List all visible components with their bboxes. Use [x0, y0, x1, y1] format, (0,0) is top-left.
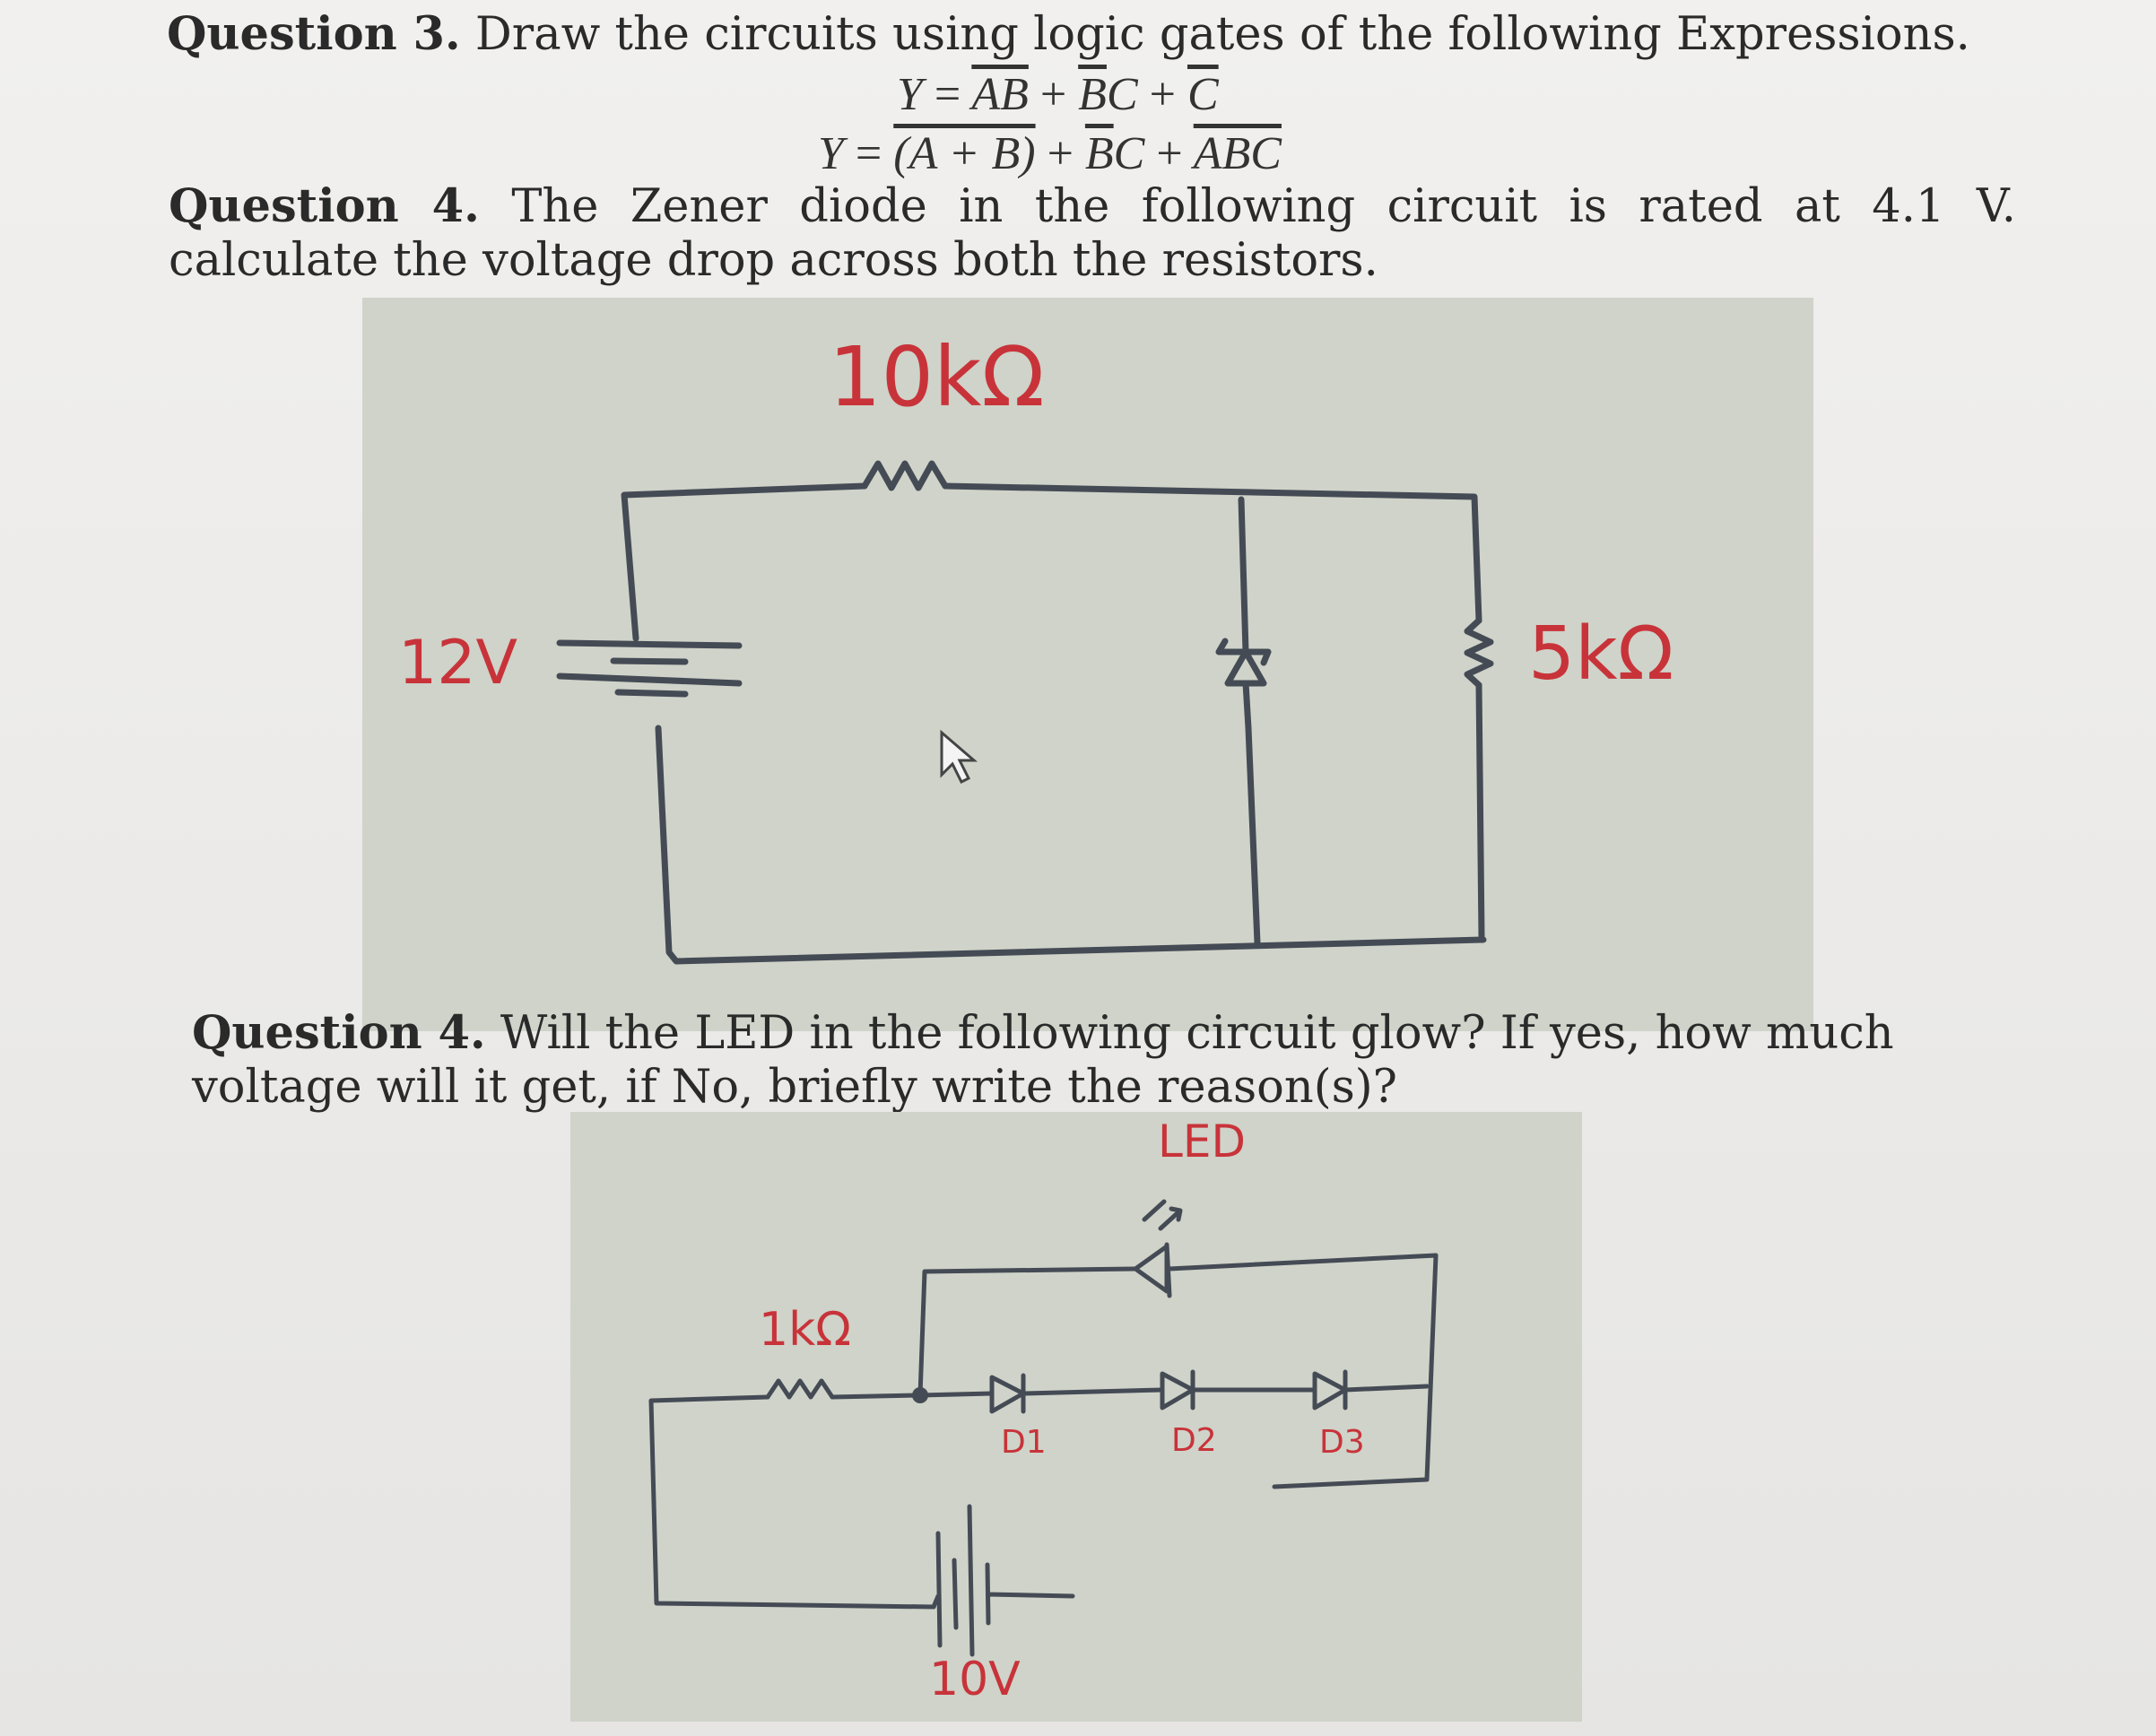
resistor-5k-symbol: [1464, 617, 1494, 689]
wire-bottom: [655, 725, 1487, 965]
diode-d1-label: D1: [1001, 1424, 1047, 1461]
resistor-1k-label: 1kΩ: [759, 1303, 851, 1357]
expression-1: Y = AB + BC + C: [897, 69, 1219, 120]
battery-10v-label: 10V: [929, 1653, 1021, 1706]
question-4-zener: Question 4. The Zener diode in the follo…: [169, 179, 2016, 288]
expr2-term3: ABC: [1193, 128, 1282, 179]
led-circuit-figure: LED 1kΩ D1 D2 D3 10V: [570, 1112, 1582, 1722]
mouse-cursor-icon: [940, 729, 978, 785]
question-4-led: Question 4. Will the LED in the followin…: [192, 1006, 1986, 1115]
resistor-10k-label: 10kΩ: [829, 329, 1045, 425]
wire-top-left: [621, 482, 868, 642]
wire-left: [648, 1394, 936, 1610]
wire-top-right: [942, 482, 1482, 624]
diode-d3-symbol: [1312, 1369, 1348, 1410]
wire-zener-bottom: [1245, 725, 1261, 947]
battery-plate-1: [556, 639, 743, 649]
expression-2: Y = (A + B) + BC + ABC: [818, 128, 1282, 179]
resistor-1k-symbol: [765, 1378, 835, 1400]
question-3: Question 3. Draw the circuits using logi…: [167, 7, 2095, 62]
question-4-zener-number: Question 4.: [169, 179, 480, 233]
expr2-term2-bar: B: [1084, 128, 1114, 179]
question-3-text: Draw the circuits using logic gates of t…: [474, 8, 1970, 61]
zener-circuit-drawing: 10kΩ 12V 5kΩ: [398, 329, 1674, 965]
zener-circuit-figure: 10kΩ 12V 5kΩ: [362, 298, 1813, 1031]
battery-plate-4: [614, 689, 689, 698]
junction-dot: [912, 1387, 928, 1403]
question-3-number: Question 3.: [167, 7, 461, 61]
diode-d1-symbol: [989, 1373, 1026, 1414]
wire-led-right: [1272, 1253, 1439, 1489]
expr1-term2-bar: B: [1078, 69, 1107, 120]
expr2-term1: (A + B): [893, 128, 1036, 179]
led-arrows-icon: [1142, 1199, 1183, 1231]
wire-to-d1: [917, 1391, 995, 1398]
wire-led-branch-up: [917, 1266, 1138, 1398]
resistor-10k-symbol: [861, 460, 949, 491]
question-4-zener-text: The Zener diode in the following circuit…: [169, 180, 2016, 287]
question-4-led-text: Will the LED in the following circuit gl…: [192, 1007, 1894, 1114]
question-4-led-number: Question 4.: [192, 1006, 486, 1060]
wire-to-junction: [830, 1393, 923, 1400]
wire-d3-end: [1343, 1384, 1430, 1393]
expr2-term2: C: [1113, 128, 1145, 179]
zener-diode-symbol: [1215, 638, 1272, 732]
battery-10v-symbol: [931, 1504, 1075, 1657]
led-label: LED: [1158, 1115, 1246, 1167]
expr1-term2: C: [1106, 69, 1138, 120]
led-circuit-drawing: LED 1kΩ D1 D2 D3 10V: [648, 1115, 1439, 1706]
expr1-term1: AB: [971, 69, 1029, 120]
diode-d3-label: D3: [1319, 1424, 1365, 1461]
resistor-5k-label: 5kΩ: [1528, 612, 1674, 697]
battery-plate-2: [610, 657, 689, 665]
battery-plate-3: [556, 673, 743, 687]
battery-12v-label: 12V: [398, 628, 517, 699]
diode-d2-symbol: [1160, 1369, 1195, 1410]
wire-zener-top: [1238, 496, 1249, 655]
expr1-term3: C: [1187, 69, 1219, 120]
wire-right: [1475, 681, 1485, 940]
led-symbol: [1133, 1242, 1439, 1298]
diode-d2-label: D2: [1171, 1422, 1217, 1459]
wire-d1-d2: [1021, 1387, 1165, 1396]
